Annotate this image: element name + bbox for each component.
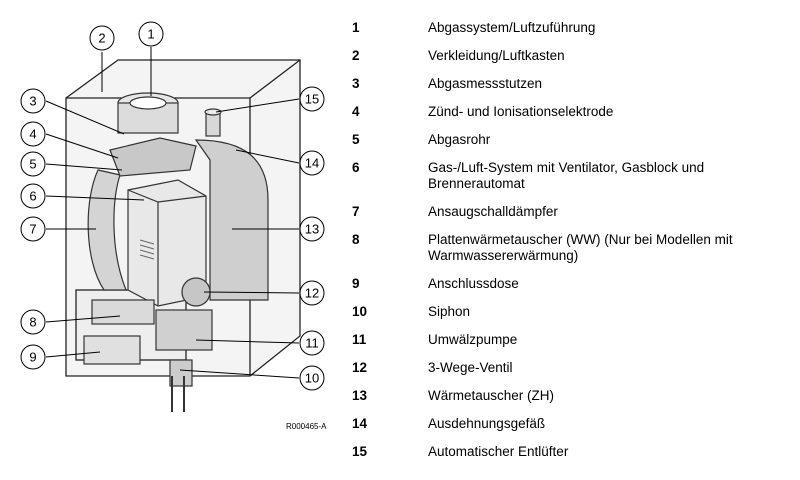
callout-4: 4 — [20, 121, 46, 147]
callout-14-label: 14 — [305, 156, 319, 171]
legend-number: 12 — [352, 360, 368, 375]
legend-row-13: 13 Wärmetauscher (ZH) — [352, 388, 792, 404]
legend-number: 9 — [352, 276, 360, 291]
legend-text: 3-Wege-Ventil — [428, 360, 513, 375]
legend-text: Umwälzpumpe — [428, 332, 518, 347]
callout-5-label: 5 — [29, 157, 36, 172]
legend-number: 3 — [352, 76, 360, 91]
callout-15: 15 — [299, 86, 325, 112]
legend-row-8: 8 Plattenwärmetauscher (WW) (Nur bei Mod… — [352, 232, 792, 264]
callout-8-label: 8 — [29, 315, 36, 330]
legend-row-12: 12 3-Wege-Ventil — [352, 360, 792, 376]
callout-11-label: 11 — [305, 336, 319, 351]
legend-number: 11 — [352, 332, 367, 347]
legend-text: Verkleidung/Luftkasten — [428, 48, 565, 63]
legend-row-10: 10 Siphon — [352, 304, 792, 320]
legend-row-9: 9 Anschlussdose — [352, 276, 792, 292]
legend-number: 4 — [352, 104, 360, 119]
legend-row-15: 15 Automatischer Entlüfter — [352, 444, 792, 460]
callout-3-label: 3 — [29, 94, 36, 109]
callout-10: 10 — [299, 365, 325, 391]
callout-12-label: 12 — [305, 286, 319, 301]
legend-row-2: 2 Verkleidung/Luftkasten — [352, 48, 792, 64]
legend-number: 8 — [352, 232, 360, 247]
callout-2-label: 2 — [98, 31, 105, 46]
callout-5: 5 — [20, 151, 46, 177]
callout-2: 2 — [89, 25, 115, 51]
legend-row-6: 6 Gas-/Luft-System mit Ventilator, Gasbl… — [352, 160, 792, 192]
callout-10-label: 10 — [305, 371, 319, 386]
boiler-diagram: 1 2 3 4 5 6 7 8 9 10 11 12 13 14 15 — [20, 21, 325, 412]
callout-1: 1 — [138, 21, 164, 47]
callout-15-label: 15 — [305, 92, 319, 107]
legend-text: Abgassystem/Luftzuführung — [428, 20, 596, 35]
callout-6: 6 — [20, 183, 46, 209]
callout-12: 12 — [299, 280, 325, 306]
callout-13: 13 — [299, 216, 325, 242]
callout-9: 9 — [20, 344, 46, 370]
legend-number: 7 — [352, 204, 360, 219]
callout-13-label: 13 — [305, 222, 319, 237]
callout-4-label: 4 — [29, 127, 36, 142]
reference-code: R000465-A — [286, 422, 327, 431]
legend-number: 10 — [352, 304, 368, 319]
legend-text: Anschlussdose — [428, 276, 519, 291]
legend-text: Siphon — [428, 304, 471, 319]
callout-markers: 1 2 3 4 5 6 7 8 9 10 11 12 13 14 15 — [20, 21, 325, 391]
legend-number: 1 — [352, 20, 360, 35]
callout-6-label: 6 — [29, 189, 36, 204]
legend-text: Gas-/Luft-System mit Ventilator, Gasbloc… — [428, 160, 705, 191]
callout-3: 3 — [20, 88, 46, 114]
legend-row-11: 11 Umwälzpumpe — [352, 332, 792, 348]
legend-row-7: 7 Ansaugschalldämpfer — [352, 204, 792, 220]
legend-number: 6 — [352, 160, 360, 175]
legend-number: 5 — [352, 132, 360, 147]
leader-lines — [45, 47, 300, 379]
legend-text: Zünd- und Ionisationselektrode — [428, 104, 614, 119]
callout-14: 14 — [299, 150, 325, 176]
callout-7: 7 — [20, 216, 46, 242]
legend-number: 15 — [352, 444, 368, 459]
callout-7-label: 7 — [29, 222, 36, 237]
legend-row-3: 3 Abgasmessstutzen — [352, 76, 792, 92]
callout-1-label: 1 — [147, 27, 154, 42]
legend-row-5: 5 Abgasrohr — [352, 132, 792, 148]
legend-number: 14 — [352, 416, 368, 431]
legend: 1 Abgassystem/Luftzuführung 2 Verkleidun… — [352, 20, 792, 460]
legend-text: Wärmetauscher (ZH) — [428, 388, 555, 403]
legend-text: Ansaugschalldämpfer — [428, 204, 558, 219]
legend-text: Plattenwärmetauscher (WW) (Nur bei Model… — [428, 232, 733, 263]
legend-row-4: 4 Zünd- und Ionisationselektrode — [352, 104, 792, 120]
legend-text: Ausdehnungsgefäß — [428, 416, 546, 431]
callout-11: 11 — [299, 330, 325, 356]
callout-9-label: 9 — [29, 350, 36, 365]
legend-row-1: 1 Abgassystem/Luftzuführung — [352, 20, 792, 36]
legend-text: Abgasrohr — [428, 132, 491, 147]
legend-number: 2 — [352, 48, 360, 63]
legend-row-14: 14 Ausdehnungsgefäß — [352, 416, 792, 432]
boiler-internals — [83, 92, 269, 412]
legend-text: Abgasmessstutzen — [428, 76, 543, 91]
legend-text: Automatischer Entlüfter — [428, 444, 569, 459]
callout-8: 8 — [20, 309, 46, 335]
legend-number: 13 — [352, 388, 368, 403]
